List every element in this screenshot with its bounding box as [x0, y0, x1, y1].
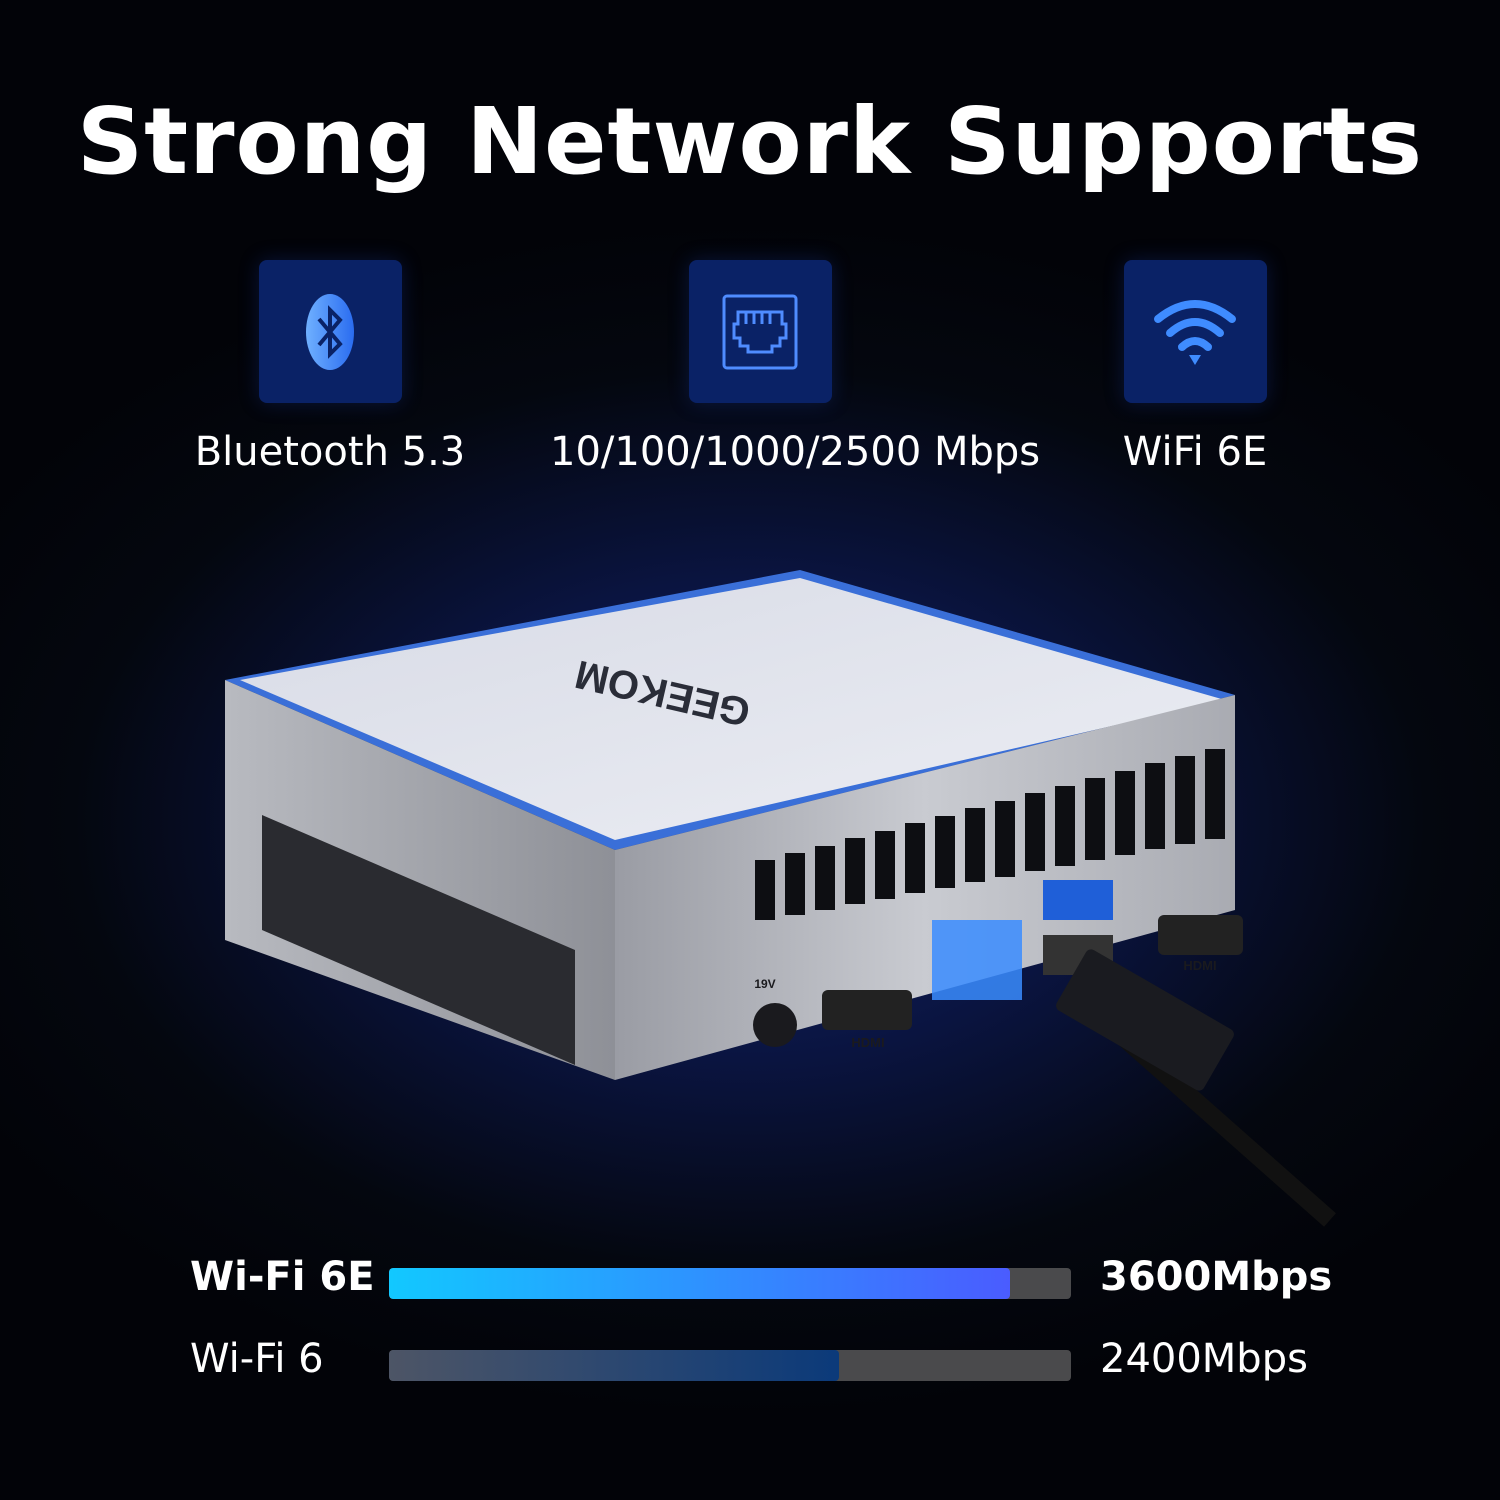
row-value: 3600Mbps [1100, 1254, 1333, 1300]
speed-bar-track [389, 1350, 1071, 1381]
comparison-row-wifi6: Wi-Fi 6 2400Mbps [190, 1336, 1320, 1384]
feature-label: Bluetooth 5.3 [194, 429, 466, 475]
ethernet-tile [688, 260, 832, 403]
wifi-icon [1154, 299, 1236, 365]
feature-label: WiFi 6E [1122, 429, 1268, 475]
power-port-label: 19V [754, 977, 775, 991]
feature-wifi: WiFi 6E [985, 260, 1405, 475]
bluetooth-tile [258, 260, 402, 403]
hdmi-port-label: HDMI [1183, 958, 1216, 973]
row-label: Wi-Fi 6 [190, 1336, 324, 1382]
feature-label: 10/100/1000/2500 Mbps [550, 429, 1041, 475]
page-title: Strong Network Supports [76, 88, 1424, 195]
speed-bar-track [389, 1268, 1071, 1299]
row-label: Wi-Fi 6E [190, 1254, 375, 1300]
feature-ethernet: 10/100/1000/2500 Mbps [550, 260, 1041, 475]
feature-bluetooth: Bluetooth 5.3 [120, 260, 540, 475]
row-value: 2400Mbps [1100, 1336, 1308, 1382]
wifi-tile [1123, 260, 1267, 403]
ethernet-port-icon [722, 294, 798, 369]
comparison-row-wifi6e: Wi-Fi 6E 3600Mbps [190, 1254, 1332, 1302]
hdmi-port-label: HDMI [851, 1035, 884, 1050]
speed-bar-fill [389, 1268, 1010, 1299]
speed-bar-fill [389, 1350, 840, 1381]
bluetooth-icon [306, 293, 354, 370]
mini-pc-image: HDMI HDMI 19V GEEKOM [225, 570, 1336, 1227]
